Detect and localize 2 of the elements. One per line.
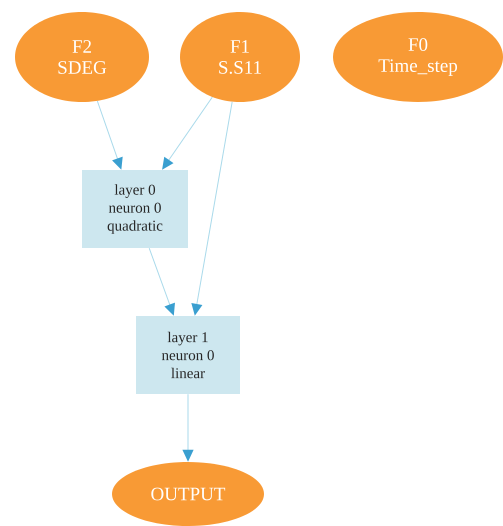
neuron-box: layer 1 neuron 0 linear: [136, 316, 240, 394]
neuron-box: layer 0 neuron 0 quadratic: [82, 170, 188, 248]
